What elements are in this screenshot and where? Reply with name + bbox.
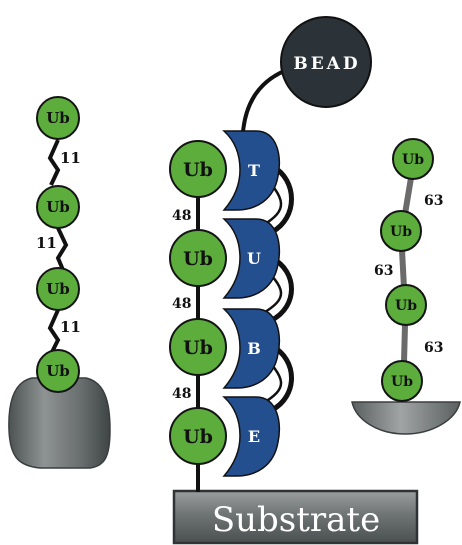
k63-ubiquitin: Ub bbox=[380, 210, 422, 252]
ubiquitin-label: Ub bbox=[183, 337, 213, 359]
ubiquitin-label: Ub bbox=[402, 152, 424, 168]
substrate-label: Substrate bbox=[212, 500, 380, 540]
k48-ubiquitin: Ub bbox=[169, 318, 227, 376]
k11-ubiquitin: Ub bbox=[36, 185, 80, 229]
k11-linkage-label: 11 bbox=[60, 318, 81, 336]
ubiquitin-label: Ub bbox=[46, 109, 70, 127]
k11-linker bbox=[47, 309, 61, 353]
k63-linkage-label: 63 bbox=[374, 263, 393, 279]
tube-domain-e: E bbox=[222, 396, 281, 477]
tube-domain-letter: U bbox=[247, 249, 261, 268]
k48-linkage-label: 48 bbox=[172, 386, 191, 402]
k11-ubiquitin: Ub bbox=[36, 96, 80, 140]
tube-domain-t: T bbox=[222, 130, 281, 211]
k63-ubiquitin: Ub bbox=[381, 360, 423, 402]
ubiquitin-label: Ub bbox=[183, 159, 213, 181]
tube-domain-letter: E bbox=[248, 427, 260, 446]
k63-linker bbox=[402, 177, 414, 215]
tube-domain-letter: T bbox=[248, 161, 260, 180]
ubiquitin-label: Ub bbox=[395, 298, 417, 314]
ubiquitin-label: Ub bbox=[46, 198, 70, 216]
k11-linker bbox=[55, 227, 69, 271]
k11-linkage-label: 11 bbox=[36, 234, 57, 252]
k11-ubiquitin: Ub bbox=[36, 349, 80, 393]
k48-chain-with-tube: Substrate 48 48 48 BEAD T U bbox=[169, 16, 419, 545]
ubiquitin-label: Ub bbox=[46, 362, 70, 380]
ubiquitin-label: Ub bbox=[183, 426, 213, 448]
k63-linkage-label: 63 bbox=[424, 193, 443, 209]
bead-label: BEAD bbox=[293, 54, 360, 74]
ubiquitin-label: Ub bbox=[390, 224, 412, 240]
k48-ubiquitin: Ub bbox=[169, 407, 227, 465]
ubiquitin-label: Ub bbox=[46, 280, 70, 298]
k63-ubiquitin: Ub bbox=[392, 138, 434, 180]
k11-chain: 11 11 11 Ub Ub Ub Ub bbox=[8, 96, 111, 469]
k63-substrate-dome bbox=[351, 401, 461, 435]
k63-linker bbox=[399, 249, 407, 289]
tube-domain-b: B bbox=[222, 308, 281, 389]
bead: BEAD bbox=[280, 16, 372, 108]
k63-chain: 63 63 63 Ub Ub Ub Ub bbox=[351, 138, 461, 435]
substrate-box: Substrate bbox=[172, 489, 419, 545]
k48-linkage-label: 48 bbox=[172, 208, 191, 224]
k11-linker bbox=[47, 139, 61, 186]
tube-domain-letter: B bbox=[247, 339, 261, 358]
k11-linkage-label: 11 bbox=[60, 149, 81, 167]
k63-linker bbox=[401, 324, 408, 363]
k63-linkage-label: 63 bbox=[424, 340, 443, 356]
k48-ubiquitin: Ub bbox=[169, 229, 227, 287]
k11-substrate-blob bbox=[8, 377, 111, 469]
tube-domain-u: U bbox=[222, 218, 281, 299]
k48-linkage-label: 48 bbox=[172, 296, 191, 312]
k11-ubiquitin: Ub bbox=[36, 267, 80, 311]
k48-ubiquitin: Ub bbox=[169, 140, 227, 198]
ubiquitin-label: Ub bbox=[391, 374, 413, 390]
ubiquitin-label: Ub bbox=[183, 248, 213, 270]
k63-ubiquitin: Ub bbox=[385, 284, 427, 326]
